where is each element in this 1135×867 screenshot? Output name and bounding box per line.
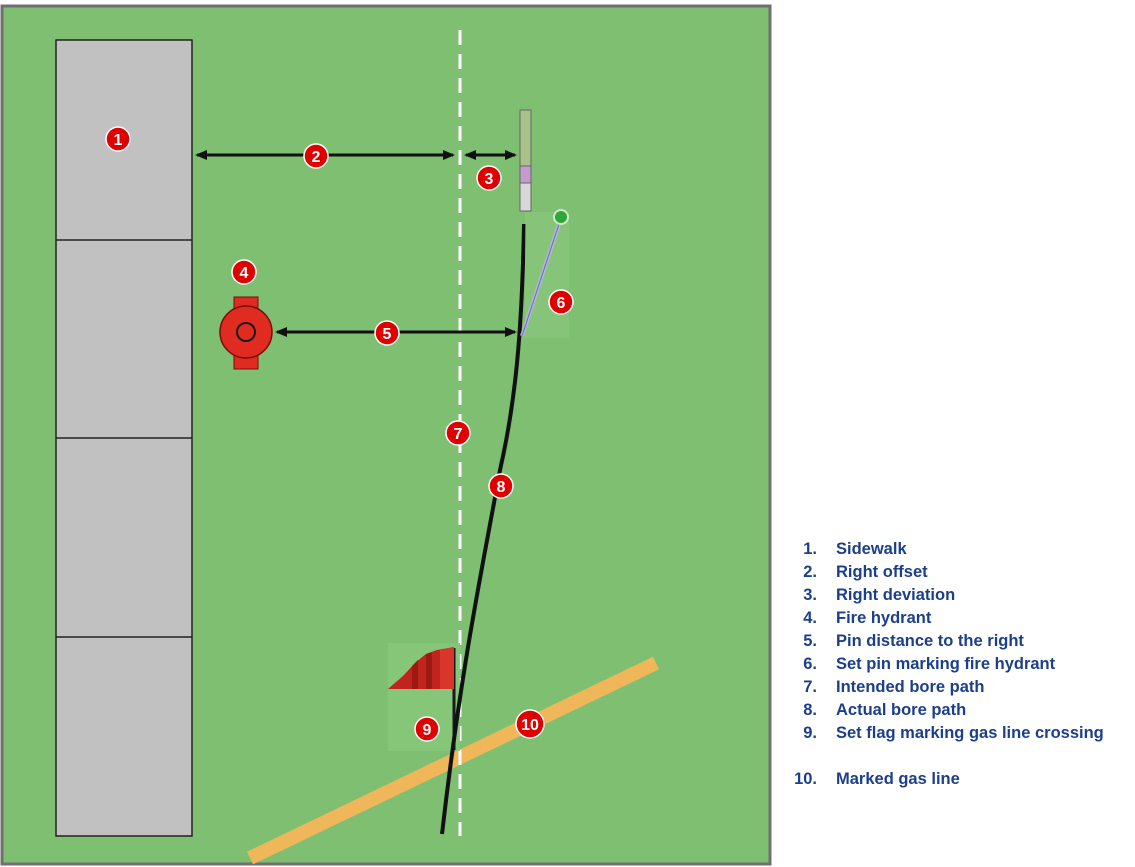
svg-text:1: 1 xyxy=(114,132,123,149)
legend-number: 7. xyxy=(803,678,817,696)
legend-number: 5. xyxy=(803,632,817,650)
svg-text:5: 5 xyxy=(383,326,392,343)
legend-label: Marked gas line xyxy=(836,770,960,788)
svg-text:8: 8 xyxy=(497,479,506,496)
fire-hydrant-icon xyxy=(219,296,273,370)
legend-item: 10. Marked gas line xyxy=(775,768,1126,791)
svg-text:6: 6 xyxy=(557,295,566,312)
legend-item: 1. Sidewalk xyxy=(775,538,1126,561)
legend-label: Sidewalk xyxy=(836,540,907,558)
legend-label: Set pin marking fire hydrant xyxy=(836,655,1056,673)
legend-number: 2. xyxy=(803,563,817,581)
legend-number: 4. xyxy=(803,609,817,627)
legend-label: Intended bore path xyxy=(836,678,985,696)
legend-item: 4. Fire hydrant xyxy=(775,607,1126,630)
legend-label: Right deviation xyxy=(836,586,956,604)
locator-icon xyxy=(519,109,532,212)
callout-badge-4: 4 xyxy=(231,259,257,285)
callout-badge-3: 3 xyxy=(476,165,502,191)
legend: 1. Sidewalk 2. Right offset 3. Right dev… xyxy=(775,538,1126,791)
legend-item: 8. Actual bore path xyxy=(775,699,1126,722)
callout-badge-2: 2 xyxy=(303,143,329,169)
callout-badge-9: 9 xyxy=(414,716,440,742)
sidewalk xyxy=(55,39,193,837)
svg-text:3: 3 xyxy=(485,171,494,188)
legend-item: 9. Set flag marking gas line crossing xyxy=(775,722,1126,768)
legend-number: 10. xyxy=(794,770,817,788)
svg-text:9: 9 xyxy=(423,722,432,739)
legend-item: 6. Set pin marking fire hydrant xyxy=(775,653,1126,676)
svg-text:7: 7 xyxy=(454,426,463,443)
svg-text:2: 2 xyxy=(312,149,321,166)
legend-item: 2. Right offset xyxy=(775,561,1126,584)
legend-number: 6. xyxy=(803,655,817,673)
legend-label: Set flag marking gas line crossing xyxy=(836,724,1104,742)
callout-badge-8: 8 xyxy=(488,473,514,499)
legend-item: 3. Right deviation xyxy=(775,584,1126,607)
callout-badge-5: 5 xyxy=(374,320,400,346)
callout-badge-1: 1 xyxy=(105,126,131,152)
legend-label: Pin distance to the right xyxy=(836,632,1024,650)
legend-label: Fire hydrant xyxy=(836,609,932,627)
legend-number: 3. xyxy=(803,586,817,604)
pin-icon xyxy=(520,209,569,338)
callout-badge-10: 10 xyxy=(515,709,545,739)
legend-label: Right offset xyxy=(836,563,928,581)
callout-badge-6: 6 xyxy=(548,289,574,315)
legend-item: 5. Pin distance to the right xyxy=(775,630,1126,653)
legend-number: 9. xyxy=(803,724,817,742)
legend-number: 1. xyxy=(803,540,817,558)
legend-label: Actual bore path xyxy=(836,701,967,719)
flag-icon xyxy=(388,647,456,750)
legend-item: 7. Intended bore path xyxy=(775,676,1126,699)
svg-text:4: 4 xyxy=(240,265,249,282)
callout-badge-7: 7 xyxy=(445,420,471,446)
legend-number: 8. xyxy=(803,701,817,719)
svg-text:10: 10 xyxy=(521,717,539,734)
